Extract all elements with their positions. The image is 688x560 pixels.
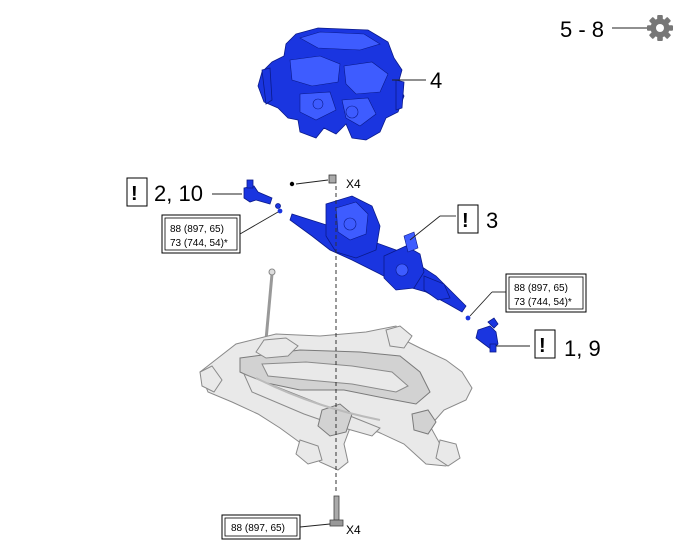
stabilizer-link-left	[262, 268, 276, 346]
steering-gear-leader	[409, 215, 441, 241]
caution-box-left	[126, 177, 148, 207]
nut-dot	[289, 181, 295, 187]
steering-gear-callout: 3	[486, 208, 498, 233]
nut-quantity: X4	[346, 177, 361, 191]
engine-assembly	[257, 27, 405, 141]
torque-left-leader	[239, 211, 279, 235]
torque-right-leader	[469, 291, 493, 317]
torque-right-line2: 73 (744, 54)*	[514, 297, 572, 308]
caution-mark-left: !	[131, 183, 138, 205]
service-steps-callout: 5 - 8	[560, 17, 604, 42]
caution-mark-gear: !	[462, 210, 469, 232]
caution-box-right	[534, 329, 556, 359]
right-tie-rod-end	[475, 317, 499, 353]
bolt-quantity: X4	[346, 523, 361, 537]
gear-icon[interactable]	[647, 15, 673, 41]
left-tie-rod-end	[243, 179, 281, 209]
right-tie-rod-callout: 1, 9	[564, 336, 601, 361]
torque-right-line1: 88 (897, 65)	[514, 283, 568, 294]
bolt	[329, 495, 344, 527]
caution-mark-right: !	[539, 335, 546, 357]
left-tie-rod-callout: 2, 10	[154, 181, 203, 206]
torque-box-bolt	[221, 514, 301, 540]
torque-left-line1: 88 (897, 65)	[170, 224, 224, 235]
steering-gear-assembly	[289, 195, 467, 313]
torque-bolt-line1: 88 (897, 65)	[231, 523, 285, 534]
nut-icon	[328, 174, 337, 184]
torque-box-right	[505, 273, 587, 313]
caution-box-gear	[457, 204, 479, 234]
torque-left-line2: 73 (744, 54)*	[170, 238, 228, 249]
engine-callout: 4	[430, 68, 442, 93]
